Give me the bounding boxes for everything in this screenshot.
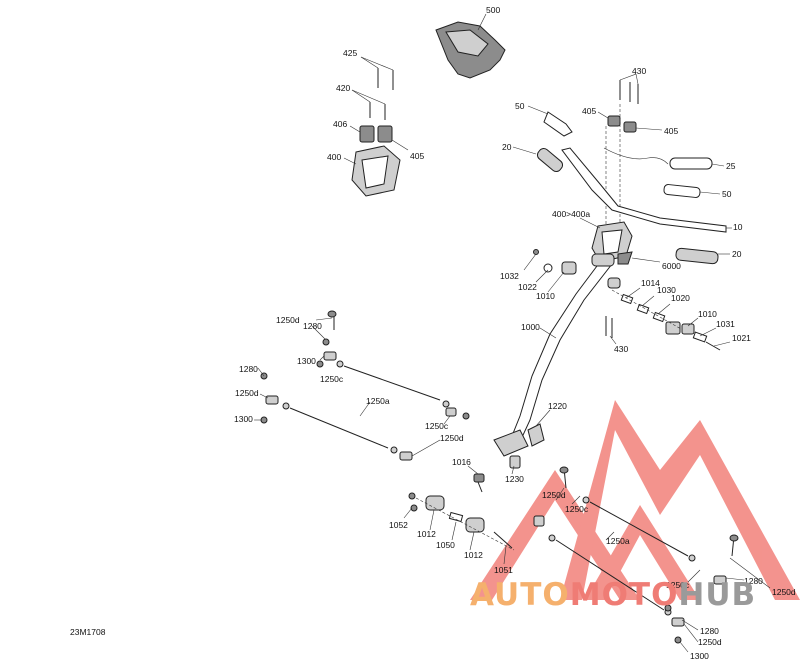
part-1010-pivot bbox=[523, 249, 577, 293]
watermark-hub: HUB bbox=[678, 577, 757, 613]
callout-1014: 1014 bbox=[641, 278, 660, 288]
part-1014-tie-rod-set bbox=[607, 277, 691, 335]
part-425-screws bbox=[351, 56, 394, 120]
callout-1021: 1021 bbox=[732, 333, 751, 343]
part-1250a-left-rods bbox=[282, 360, 450, 454]
callout-1250c: 1250c bbox=[565, 504, 589, 514]
callout-1250d: 1250d bbox=[235, 388, 259, 398]
callout-400-400a: 400>400a bbox=[552, 209, 591, 219]
callout-1031: 1031 bbox=[716, 319, 735, 329]
callout-406: 406 bbox=[333, 119, 348, 129]
part-1012-linkage bbox=[403, 492, 515, 565]
triangle-mountain-logo-icon bbox=[470, 400, 800, 600]
callout-25: 25 bbox=[726, 161, 736, 171]
callout-10: 10 bbox=[733, 222, 743, 232]
callout-1220: 1220 bbox=[548, 401, 567, 411]
callout-1050: 1050 bbox=[436, 540, 455, 550]
callout-1280: 1280 bbox=[239, 364, 258, 374]
callout-1052: 1052 bbox=[389, 520, 408, 530]
callout-1230: 1230 bbox=[505, 474, 524, 484]
diagram-reference-code: 23M1708 bbox=[70, 627, 106, 637]
callout-400: 400 bbox=[327, 152, 342, 162]
part-500-top-cover bbox=[435, 13, 506, 79]
part-400a-riser bbox=[579, 217, 633, 263]
callout-405: 405 bbox=[664, 126, 679, 136]
callout-1250d: 1250d bbox=[440, 433, 464, 443]
part-50-bar-end bbox=[527, 105, 721, 198]
part-1031-rod-end bbox=[681, 317, 731, 351]
part-406-clamps bbox=[349, 125, 409, 151]
part-430-lower-bolts bbox=[605, 316, 617, 345]
callout-430: 430 bbox=[632, 66, 647, 76]
callout-405: 405 bbox=[582, 106, 597, 116]
callout-1280: 1280 bbox=[700, 626, 719, 636]
callout-1280: 1280 bbox=[744, 576, 763, 586]
callout-1051: 1051 bbox=[494, 565, 513, 575]
callout-1300: 1300 bbox=[234, 414, 253, 424]
callout-420: 420 bbox=[336, 83, 351, 93]
part-20-grips bbox=[512, 146, 730, 265]
watermark-moto: MOTO bbox=[569, 577, 679, 613]
callout-1250d: 1250d bbox=[276, 315, 300, 325]
watermark-auto: AUTO bbox=[470, 577, 570, 613]
callout-1000: 1000 bbox=[521, 322, 540, 332]
callout-1012: 1012 bbox=[417, 529, 436, 539]
callout-6000: 6000 bbox=[662, 261, 681, 271]
callout-425: 425 bbox=[343, 48, 358, 58]
callout-1250c: 1250c bbox=[666, 580, 690, 590]
part-6000-clip bbox=[617, 251, 661, 265]
callout-1020: 1020 bbox=[671, 293, 690, 303]
callout-1250d: 1250d bbox=[772, 587, 796, 597]
callout-1016: 1016 bbox=[452, 457, 471, 467]
callout-1250d: 1250d bbox=[542, 490, 566, 500]
callout-1032: 1032 bbox=[500, 271, 519, 281]
callout-1250c: 1250c bbox=[320, 374, 344, 384]
part-400-riser-block bbox=[343, 145, 401, 197]
part-1220-bracket bbox=[467, 409, 551, 493]
part-column-base bbox=[493, 429, 529, 457]
callout-500: 500 bbox=[486, 5, 501, 15]
callout-1250a: 1250a bbox=[366, 396, 390, 406]
callout-50: 50 bbox=[515, 101, 525, 111]
callout-1030: 1030 bbox=[657, 285, 676, 295]
callout-20: 20 bbox=[732, 249, 742, 259]
callout-1010: 1010 bbox=[536, 291, 555, 301]
callout-1300: 1300 bbox=[297, 356, 316, 366]
callout-20: 20 bbox=[502, 142, 512, 152]
watermark-text: AUTOMOTOHUB bbox=[470, 580, 756, 611]
part-10-handlebar bbox=[561, 147, 732, 233]
callout-1250d: 1250d bbox=[698, 637, 722, 647]
callout-1250c: 1250c bbox=[425, 421, 449, 431]
callout-1250a: 1250a bbox=[606, 536, 630, 546]
callout-1280: 1280 bbox=[303, 321, 322, 331]
callout-405: 405 bbox=[410, 151, 425, 161]
callout-430: 430 bbox=[614, 344, 629, 354]
callout-1022: 1022 bbox=[518, 282, 537, 292]
callout-1300: 1300 bbox=[690, 651, 709, 661]
part-1250d-right-ends bbox=[533, 466, 771, 653]
callout-50: 50 bbox=[722, 189, 732, 199]
callout-1012: 1012 bbox=[464, 550, 483, 560]
callout-1010: 1010 bbox=[698, 309, 717, 319]
part-430-bolts bbox=[597, 73, 663, 133]
part-1250d-left-ends bbox=[254, 310, 470, 461]
